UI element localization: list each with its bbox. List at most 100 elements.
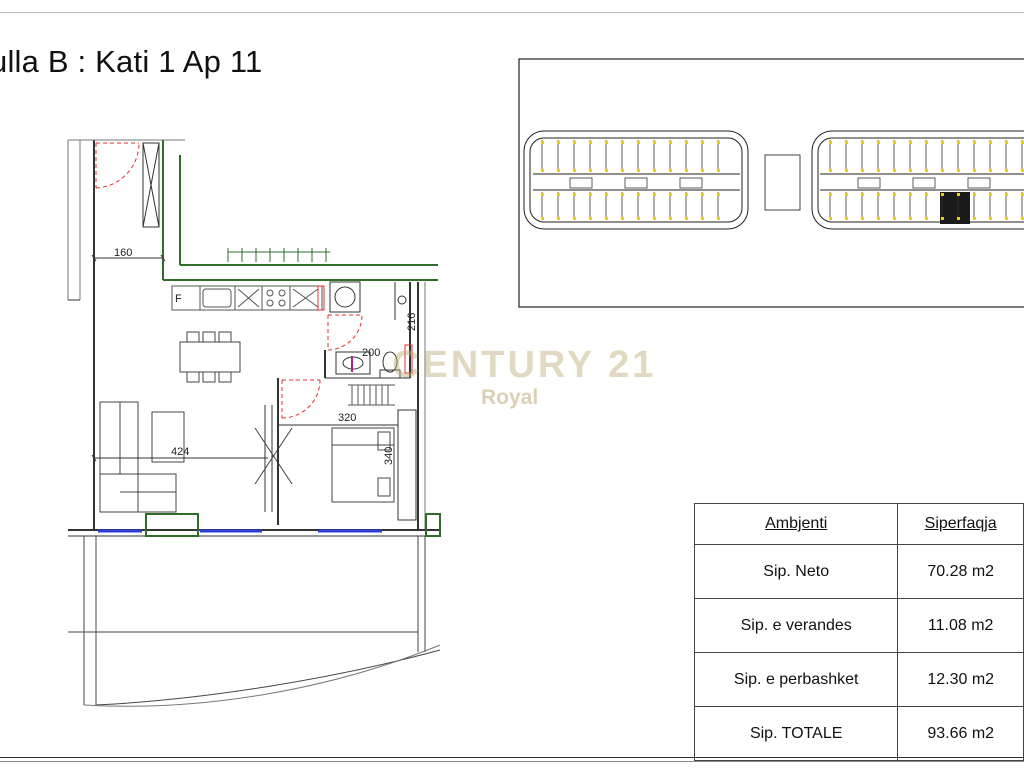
- dimension-216: 216: [406, 313, 418, 331]
- key-plan-window-dot: [909, 169, 912, 172]
- key-plan-window-dot: [573, 193, 576, 196]
- key-plan-window-dot: [877, 193, 880, 196]
- key-plan-block-left: [523, 130, 749, 230]
- key-plan-window-dot: [605, 193, 608, 196]
- key-plan-window-dot: [717, 169, 720, 172]
- key-plan-window-dot: [717, 217, 720, 220]
- key-plan-window-dot: [605, 141, 608, 144]
- key-plan-window-dot: [701, 141, 704, 144]
- key-plan-core: [679, 177, 703, 189]
- dimension-424: 424: [171, 446, 189, 458]
- row-label: Sip. TOTALE: [693, 706, 899, 761]
- key-plan-window-dot: [973, 169, 976, 172]
- key-plan-window-dot: [669, 169, 672, 172]
- dining-table: [179, 331, 241, 383]
- key-plan-window-dot: [877, 217, 880, 220]
- key-plan-window-dot: [893, 141, 896, 144]
- wardrobe: [348, 384, 395, 406]
- top-rule: [0, 12, 1024, 13]
- key-plan-window-dot: [909, 217, 912, 220]
- key-plan-window-dot: [989, 217, 992, 220]
- bottom-rule: [0, 757, 1024, 758]
- key-plan-window-dot: [621, 193, 624, 196]
- key-plan-window-dot: [685, 217, 688, 220]
- key-plan-window-dot: [893, 217, 896, 220]
- key-plan-window-dot: [1005, 193, 1008, 196]
- bottom-rule-2: [0, 761, 1024, 762]
- key-plan-window-dot: [845, 169, 848, 172]
- row-label: Sip. e verandes: [693, 598, 899, 653]
- key-plan-window-dot: [637, 193, 640, 196]
- page-title: ulla B : Kati 1 Ap 11: [0, 44, 263, 79]
- key-plan-window-dot: [909, 141, 912, 144]
- key-plan-core: [967, 177, 991, 189]
- key-plan-window-dot: [973, 217, 976, 220]
- key-plan-window-dot: [973, 141, 976, 144]
- key-plan-window-dot: [893, 193, 896, 196]
- key-plan-window-dot: [605, 217, 608, 220]
- key-plan-window-dot: [717, 141, 720, 144]
- watermark-sub: Royal: [481, 386, 539, 409]
- row-value: 11.08 m2: [897, 598, 1024, 653]
- row-label: Sip. Neto: [693, 544, 899, 599]
- key-plan-window-dot: [989, 169, 992, 172]
- key-plan-window-dot: [989, 141, 992, 144]
- watermark-brand: CENTURY 21: [392, 344, 657, 386]
- key-plan-window-dot: [941, 169, 944, 172]
- key-plan-core: [912, 177, 936, 189]
- key-plan-window-dot: [909, 193, 912, 196]
- key-plan-window-dot: [573, 169, 576, 172]
- key-plan-window-dot: [957, 141, 960, 144]
- key-plan-window-dot: [701, 169, 704, 172]
- key-plan-window-dot: [557, 217, 560, 220]
- key-plan-window-dot: [957, 217, 960, 220]
- bedroom-door: [281, 379, 321, 419]
- key-plan-window-dot: [653, 217, 656, 220]
- key-plan-window-dot: [1005, 141, 1008, 144]
- key-plan-window-dot: [541, 169, 544, 172]
- dimension-160: 160: [114, 247, 132, 259]
- key-plan-window-dot: [685, 193, 688, 196]
- key-plan-window-dot: [621, 217, 624, 220]
- key-plan-window-dot: [925, 141, 928, 144]
- key-plan-window-dot: [861, 169, 864, 172]
- key-plan-window-dot: [925, 169, 928, 172]
- bed: [331, 427, 395, 503]
- table-row: Sip. Neto 70.28 m2: [693, 544, 1024, 599]
- bathroom-door: [327, 314, 363, 351]
- table-row: Sip. e perbashket 12.30 m2: [693, 652, 1024, 707]
- key-plan-window-dot: [925, 193, 928, 196]
- key-plan-window-dot: [557, 169, 560, 172]
- row-value: 70.28 m2: [897, 544, 1024, 599]
- svg-text:F: F: [175, 293, 182, 305]
- key-plan-window-dot: [1021, 169, 1024, 172]
- sofa: [99, 401, 185, 513]
- key-plan-window-dot: [637, 217, 640, 220]
- key-plan-window-dot: [669, 141, 672, 144]
- key-plan-core: [857, 177, 881, 189]
- key-plan-window-dot: [717, 193, 720, 196]
- entry-door: [95, 142, 140, 189]
- key-plan-window-dot: [925, 217, 928, 220]
- key-plan-window-dot: [861, 193, 864, 196]
- key-plan-window-dot: [589, 169, 592, 172]
- key-plan-window-dot: [621, 141, 624, 144]
- building-key-plan: [518, 58, 1024, 308]
- key-plan-window-dot: [829, 141, 832, 144]
- row-value: 12.30 m2: [897, 652, 1024, 707]
- key-plan-window-dot: [637, 141, 640, 144]
- key-plan-window-dot: [685, 169, 688, 172]
- key-plan-window-dot: [941, 141, 944, 144]
- key-plan-window-dot: [669, 193, 672, 196]
- table-row: Sip. e verandes 11.08 m2: [693, 598, 1024, 653]
- key-plan-window-dot: [589, 193, 592, 196]
- key-plan-window-dot: [845, 193, 848, 196]
- dimension-320: 320: [338, 412, 356, 424]
- key-plan-window-dot: [1005, 217, 1008, 220]
- header-ambjenti: Ambjenti: [693, 503, 899, 545]
- key-plan-window-dot: [941, 193, 944, 196]
- railing: [227, 248, 330, 262]
- key-plan-window-dot: [573, 217, 576, 220]
